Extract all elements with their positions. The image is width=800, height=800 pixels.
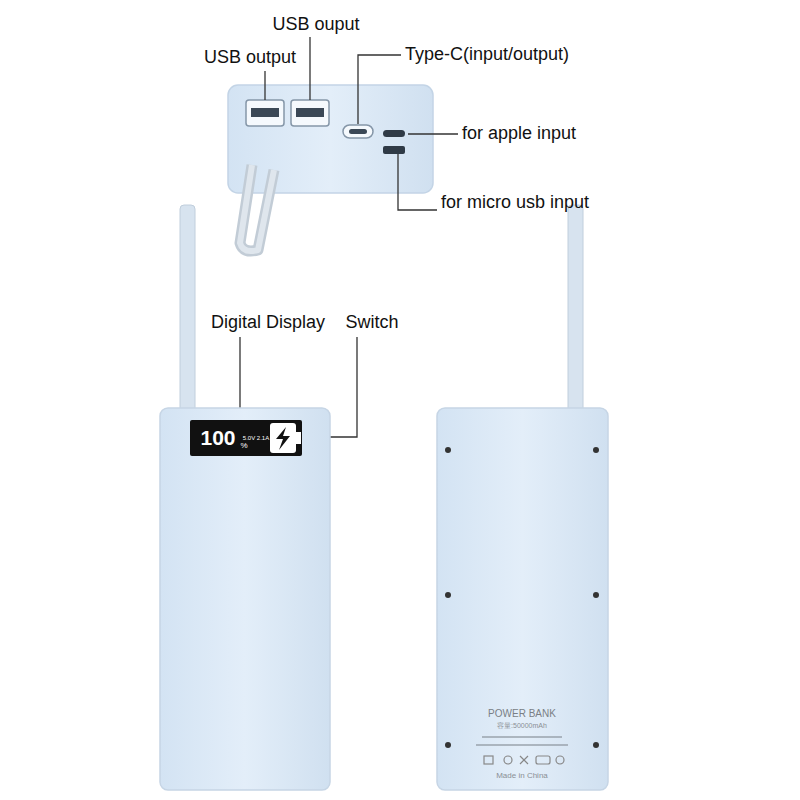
back-view xyxy=(437,205,608,790)
callout-label: Switch xyxy=(345,313,398,333)
top-view xyxy=(228,85,433,251)
callout-label: for apple input xyxy=(462,124,576,144)
callout-label: USB output xyxy=(204,48,296,68)
callout-label: Type-C(input/output) xyxy=(405,45,569,65)
display-digits: 100 xyxy=(200,426,235,449)
product-label: POWER BANK xyxy=(488,708,556,719)
front-view xyxy=(160,205,330,790)
display-percent: % xyxy=(240,442,247,451)
origin-label: Made in China xyxy=(496,772,548,781)
callout-label: for micro usb input xyxy=(441,193,589,213)
callout-label: Digital Display xyxy=(211,313,325,333)
capacity-label: 容量:50000mAh xyxy=(497,722,547,730)
leader-lines xyxy=(240,37,458,437)
callout-label: USB ouput xyxy=(272,15,359,35)
display-output: 5.0V 2.1A xyxy=(243,435,269,442)
